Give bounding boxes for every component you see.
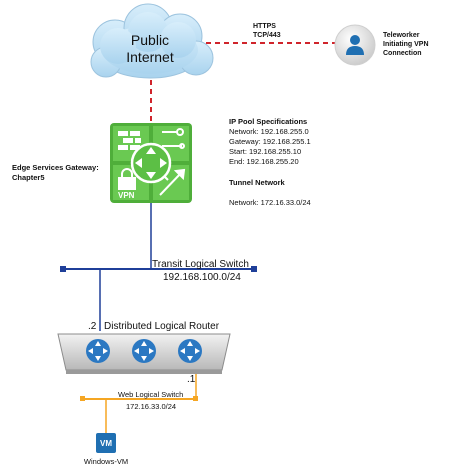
lock-icon <box>118 168 136 190</box>
vm-icon-text: VM <box>100 439 112 448</box>
esg-label-line2: Chapter5 <box>12 173 45 182</box>
dlr-name: Distributed Logical Router <box>104 321 220 332</box>
teleworker-user-icon <box>334 24 376 66</box>
vm-name: Windows-VM <box>84 457 128 466</box>
web-switch-name: Web Logical Switch <box>118 390 183 399</box>
esg-label-line1: Edge Services Gateway: <box>12 163 99 172</box>
vpn-protocol-line1: HTTPS <box>253 23 276 30</box>
web-switch-endpoint-left <box>80 396 85 401</box>
ip-pool-start: Start: 192.168.255.10 <box>229 147 301 156</box>
cloud-label-line1: Public <box>131 32 169 48</box>
cloud-icon <box>90 3 214 79</box>
public-internet-cloud: Public Internet <box>90 3 214 79</box>
dlr-uplink-ip: .2 <box>88 321 97 332</box>
tunnel-network-value: Network: 172.16.33.0/24 <box>229 198 311 207</box>
router-icon <box>178 339 202 363</box>
transit-switch-name: Transit Logical Switch <box>152 259 249 270</box>
edge-gateway-icon: VPN <box>110 123 192 203</box>
distributed-logical-router: .2 Distributed Logical Router .1 <box>57 321 231 385</box>
transit-switch-endpoint-left <box>60 266 66 272</box>
teleworker-label-line3: Connection <box>383 50 422 57</box>
transit-switch-subnet: 192.168.100.0/24 <box>163 272 241 283</box>
teleworker-node: Teleworker Initiating VPN Connection <box>334 24 429 66</box>
router-icon <box>86 339 110 363</box>
edge-services-gateway: VPN Edge Services Gateway: Chapter5 <box>12 123 192 203</box>
ip-pool-gateway: Gateway: 192.168.255.1 <box>229 137 311 146</box>
web-switch-endpoint-right <box>193 396 198 401</box>
ip-pool-specifications: IP Pool Specifications Network: 192.168.… <box>229 117 311 166</box>
dlr-internal-ip: .1 <box>187 374 196 385</box>
teleworker-label-line1: Teleworker <box>383 32 420 39</box>
tunnel-network: Tunnel Network Network: 172.16.33.0/24 <box>229 178 311 207</box>
teleworker-label-line2: Initiating VPN <box>383 41 429 48</box>
ip-pool-title: IP Pool Specifications <box>229 117 307 126</box>
transit-switch-endpoint-right <box>251 266 257 272</box>
transit-logical-switch: Transit Logical Switch 192.168.100.0/24 <box>60 259 257 283</box>
web-switch-subnet: 172.16.33.0/24 <box>126 402 176 411</box>
router-icon <box>132 339 156 363</box>
esg-icon-vpn-text: VPN <box>118 191 135 200</box>
windows-vm: VM Windows-VM <box>84 433 128 466</box>
tunnel-title: Tunnel Network <box>229 178 286 187</box>
ip-pool-network: Network: 192.168.255.0 <box>229 127 309 136</box>
vm-icon <box>96 433 116 453</box>
web-logical-switch: Web Logical Switch 172.16.33.0/24 <box>80 390 198 411</box>
vpn-protocol-line2: TCP/443 <box>253 32 281 39</box>
cloud-label-line2: Internet <box>126 49 174 65</box>
ip-pool-end: End: 192.168.255.20 <box>229 157 299 166</box>
